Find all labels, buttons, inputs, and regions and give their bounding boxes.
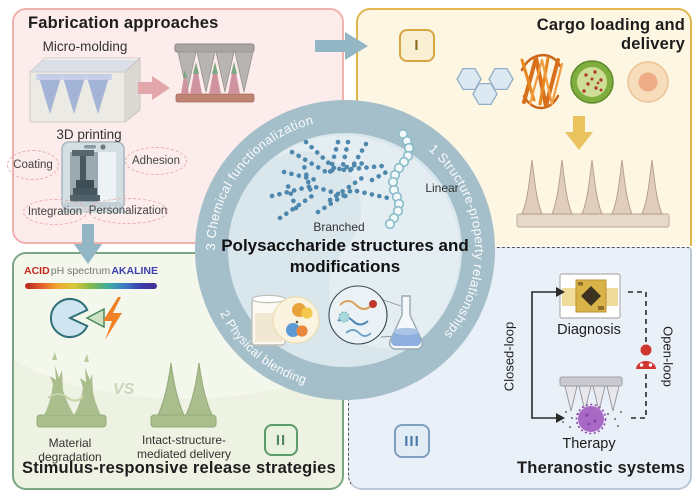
tag-personalization: Personalization — [88, 198, 168, 224]
cargo-down-arrow — [565, 116, 593, 150]
printing-label: 3D printing — [56, 127, 122, 142]
printer-icon — [60, 141, 126, 213]
enzyme-icon — [50, 298, 105, 338]
linear-polysaccharide-icon — [384, 128, 415, 230]
tag-adhesion-label: Adhesion — [132, 155, 180, 167]
closed-loop-bracket — [531, 287, 565, 423]
protein-icon — [520, 54, 564, 110]
closed-loop-label: Closed-loop — [501, 321, 517, 392]
center-title: Polysaccharide structures and modificati… — [221, 236, 469, 276]
badge-one: I — [399, 29, 435, 62]
tag-coating: Coating — [7, 150, 59, 180]
diagnosis-chip-icon — [559, 273, 621, 319]
tag-adhesion: Adhesion — [125, 147, 187, 175]
micro-mold-icon — [28, 56, 142, 124]
ph-spectrum-labels: ACID pH spectrum AKALINE — [24, 265, 158, 277]
open-loop-dashes — [628, 291, 647, 419]
degraded-needles-icon — [36, 352, 107, 428]
vs-label: VS — [113, 381, 135, 398]
diagnosis-label: Diagnosis — [557, 322, 621, 338]
polymer-mix-icon — [328, 285, 402, 345]
therapy-label: Therapy — [562, 436, 616, 452]
badge-two: II — [264, 424, 298, 456]
tag-personalization-label: Personalization — [88, 205, 168, 217]
tag-integration-label: Integration — [27, 206, 83, 218]
demold-arrow-icon — [138, 76, 170, 100]
badge-three: III — [394, 424, 430, 458]
fabrication-title: Fabrication approaches — [28, 14, 219, 32]
ph-alkaline-label: AKALINE — [111, 265, 158, 277]
intact-caption: Intact-structure-mediated delivery — [136, 433, 232, 461]
therapy-patch-icon — [559, 376, 623, 435]
branched-label: Branched — [313, 220, 365, 234]
microneedle-array-icon — [516, 159, 670, 228]
blend-particles-icon — [272, 296, 320, 344]
open-loop-label: Open-loop — [660, 326, 676, 387]
degradation-caption: Material degradation — [38, 436, 102, 464]
nanoparticle-icon — [570, 60, 614, 104]
ph-spectrum-label: pH spectrum — [50, 265, 111, 277]
fab-to-cargo-arrow — [315, 32, 368, 60]
small-molecule-icon — [456, 67, 514, 106]
micro-molding-label: Micro-molding — [42, 39, 128, 54]
linear-label: Linear — [425, 181, 459, 195]
fab-to-stimulus-arrow — [74, 224, 102, 264]
tag-integration: Integration — [23, 199, 87, 225]
cell-icon — [627, 61, 669, 103]
flask-icon — [388, 295, 424, 350]
lightning-icon — [103, 297, 122, 340]
demolded-microneedles-icon — [174, 43, 255, 103]
patient-icon — [636, 344, 656, 369]
tag-coating-label: Coating — [13, 159, 53, 171]
ph-gradient-bar — [25, 283, 157, 289]
branched-polysaccharide-icon — [269, 139, 393, 221]
cargo-title: Cargo loading and delivery — [536, 16, 685, 53]
ph-acid-label: ACID — [24, 265, 50, 277]
stimulus-title: Stimulus-responsive release strategies — [22, 459, 336, 477]
theranostic-title: Theranostic systems — [517, 459, 685, 477]
intact-needles-icon — [150, 362, 217, 428]
